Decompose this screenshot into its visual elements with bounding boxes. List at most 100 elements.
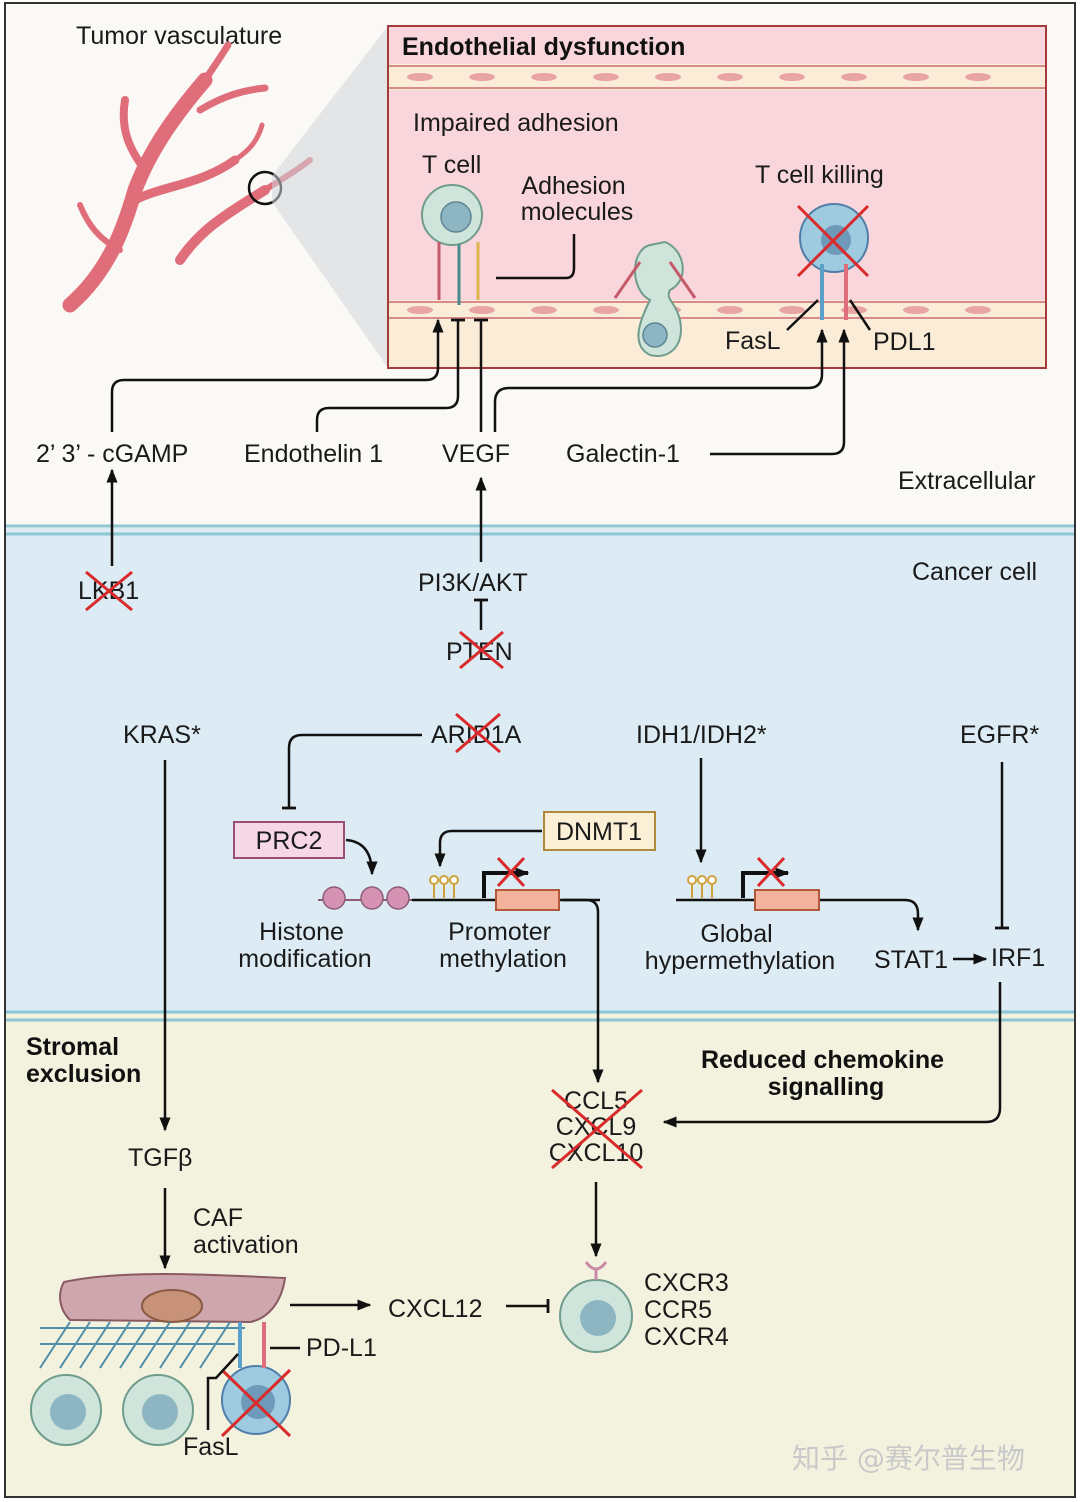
t-cell-killing-cross	[796, 204, 870, 278]
pdl1-pointer	[848, 299, 872, 331]
methyl-groups-promoter	[429, 875, 459, 898]
endothelial-nucleus	[717, 73, 743, 81]
pi3k-akt-label: PI3K/AKT	[418, 569, 528, 597]
endothelial-nucleus	[779, 73, 805, 81]
bystander-t-cell-2	[122, 1374, 194, 1446]
dnmt1-box	[543, 811, 656, 851]
prc2-to-histone-arrow	[345, 838, 378, 876]
chemokine-loss-cross	[551, 1088, 643, 1170]
pdl1-label: PDL1	[873, 328, 936, 356]
promoter-silenced-cross	[496, 856, 526, 888]
t-cell-transmigrating	[613, 240, 697, 357]
endothelial-nucleus	[531, 306, 557, 314]
zoom-cone	[272, 26, 388, 368]
endothelial-panel-title: Endothelial dysfunction	[402, 33, 685, 61]
stat1-label: STAT1	[874, 946, 948, 974]
global-gene-box	[754, 889, 820, 911]
galectin-to-pdl1-arrow	[710, 328, 850, 456]
extracellular-label: Extracellular	[898, 467, 1036, 495]
stroma-t-cell-cross	[220, 1368, 292, 1438]
endothelin-inhibition	[315, 318, 465, 432]
vegf-label: VEGF	[442, 440, 510, 468]
endothelial-nucleus	[593, 306, 619, 314]
vegf-to-fasl-arrow	[493, 328, 828, 432]
cgamp-to-adhesion-arrow	[110, 318, 444, 432]
endothelial-nucleus	[407, 306, 433, 314]
promoter-gene-box	[495, 889, 560, 911]
adhesion-molecules-label: Adhesion molecules	[521, 172, 634, 226]
endothelial-nucleus	[469, 73, 495, 81]
tgfb-label: TGFβ	[128, 1144, 192, 1172]
endothelin-label: Endothelin 1	[244, 440, 383, 468]
tumor-vasculature-label: Tumor vasculature	[76, 22, 282, 50]
adhesion-pointer	[496, 234, 576, 280]
cell-membrane-bottom	[6, 1010, 1074, 1022]
caf-activation-label: CAF activation	[193, 1204, 299, 1259]
watermark: 知乎 @赛尔普生物	[792, 1442, 1025, 1475]
endothelial-nuclei	[407, 73, 991, 314]
endothelial-nucleus	[903, 306, 929, 314]
chemokine-cxcl10: CXCL10	[549, 1139, 644, 1167]
global-hypermethylation-label: Global hypermethylation	[645, 920, 835, 975]
kras-label: KRAS*	[123, 721, 201, 749]
promoter-methylation-label: Promoter methylation	[439, 918, 567, 973]
stromal-exclusion-title: Stromal exclusion	[26, 1033, 141, 1088]
reduced-chemokine-title: Reduced chemokine signalling	[701, 1046, 951, 1101]
fasl-stroma-label: FasL	[183, 1433, 239, 1461]
fasl-panel-label: FasL	[725, 327, 781, 355]
egfr-label: EGFR*	[960, 721, 1039, 749]
endothelial-nucleus	[469, 306, 495, 314]
galectin-label: Galectin-1	[566, 440, 680, 468]
prc2-label: PRC2	[256, 827, 323, 855]
endothelium-bottom-layer	[389, 300, 1045, 367]
recruited-t-cell	[559, 1261, 633, 1353]
chemokine-receptor-list: CXCR3 CCR5 CXCR4	[644, 1269, 729, 1351]
caf-cell	[59, 1273, 287, 1324]
impaired-adhesion-label: Impaired adhesion	[413, 109, 619, 137]
cell-membrane-top	[6, 524, 1074, 536]
endothelial-nucleus	[965, 73, 991, 81]
cgamp-label: 2’ 3’ - cGAMP	[36, 440, 188, 468]
endothelial-nucleus	[531, 73, 557, 81]
endothelial-nucleus	[841, 73, 867, 81]
t-cell-killing-label: T cell killing	[755, 161, 884, 189]
promoter-to-chemokines-arrow	[562, 898, 604, 1084]
endothelial-nucleus	[593, 73, 619, 81]
figure-border	[4, 2, 1076, 1498]
cancer-cell-label: Cancer cell	[912, 558, 1037, 586]
methyl-groups-global	[687, 875, 717, 898]
extracellular-matrix-fibres	[39, 1321, 245, 1369]
fasl-stroma-pointer	[206, 1353, 239, 1430]
receptor-cxcr4: CXCR4	[644, 1323, 729, 1351]
global-to-stat1-arrow	[822, 898, 924, 932]
t-cell-adhering	[421, 184, 483, 246]
receptor-cxcr3: CXCR3	[644, 1269, 729, 1297]
arid1a-inhibits-prc2	[282, 733, 422, 810]
endothelial-nucleus	[779, 306, 805, 314]
dnmt1-label: DNMT1	[556, 818, 642, 846]
idh-label: IDH1/IDH2*	[636, 721, 767, 749]
prc2-box	[233, 821, 345, 859]
cancer-cell-zone	[6, 528, 1074, 1014]
pd-l1-stroma-label: PD-L1	[306, 1334, 377, 1362]
cxcl12-label: CXCL12	[388, 1295, 483, 1323]
nucleosome-cluster	[318, 886, 412, 910]
endothelial-nucleus	[407, 73, 433, 81]
adhesion-molecule-stalks	[437, 242, 480, 305]
endothelial-nucleus	[655, 73, 681, 81]
t-cell-label: T cell	[422, 151, 481, 179]
arid1a-loss-cross	[455, 712, 501, 754]
lkb1-loss-cross	[85, 570, 133, 612]
fasl-panel-pointer	[786, 299, 819, 331]
dnmt1-to-promoter-arrow	[434, 829, 542, 868]
endothelial-nucleus	[903, 73, 929, 81]
global-silenced-cross	[756, 856, 786, 888]
pten-loss-cross	[459, 630, 504, 670]
endothelial-nucleus	[717, 306, 743, 314]
receptor-ccr5: CCR5	[644, 1296, 712, 1324]
endothelial-nucleus	[965, 306, 991, 314]
histone-modification-label: Histone modification	[238, 918, 371, 973]
irf1-to-chemokines-arrow	[662, 982, 1002, 1128]
